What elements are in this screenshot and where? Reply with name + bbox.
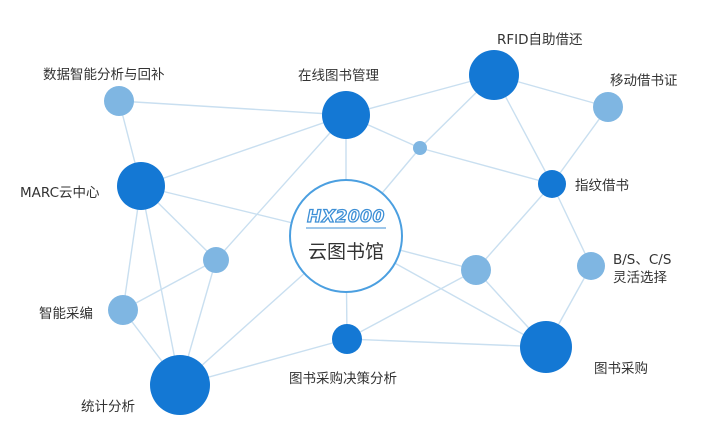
node-marc-cloud	[117, 162, 165, 210]
label-analysis-backfill: 数据智能分析与回补	[43, 67, 165, 83]
edge	[551, 106, 609, 185]
label-book-purchase: 图书采购	[594, 361, 648, 377]
center-hub: HX2000 云图书馆	[289, 179, 403, 293]
labels: 数据智能分析与回补 在线图书管理 RFID自助借还 移动借书证 MARC云中心 …	[20, 32, 678, 415]
node-fingerprint-borrow	[538, 170, 566, 198]
edge	[346, 269, 477, 340]
label-statistics: 统计分析	[81, 399, 135, 415]
node-junction-left	[203, 247, 229, 273]
label-online-management: 在线图书管理	[298, 68, 379, 84]
edge	[345, 74, 495, 116]
label-bs-cs-line1: B/S、C/S	[613, 252, 671, 268]
node-online-management	[322, 91, 370, 139]
node-junction-right	[461, 255, 491, 285]
edge	[140, 114, 347, 187]
node-bs-cs	[577, 252, 605, 280]
edge	[215, 114, 347, 261]
label-mobile-card: 移动借书证	[610, 73, 678, 89]
node-acquisition-decision	[332, 324, 362, 354]
label-rfid-selfservice: RFID自助借还	[497, 32, 583, 48]
nodes	[104, 50, 623, 415]
node-mobile-card	[593, 92, 623, 122]
edge	[419, 147, 553, 185]
label-acquisition-decision: 图书采购决策分析	[289, 370, 397, 387]
node-smart-cataloging	[108, 295, 138, 325]
node-statistics	[150, 355, 210, 415]
edge	[122, 259, 217, 311]
label-smart-cataloging: 智能采编	[39, 306, 93, 322]
label-fingerprint-borrow: 指纹借书	[575, 178, 629, 194]
node-book-purchase	[520, 321, 572, 373]
node-rfid-selfservice	[469, 50, 519, 100]
edge	[346, 338, 547, 348]
center-title: 云图书馆	[308, 241, 384, 263]
label-marc-cloud: MARC云中心	[20, 185, 100, 201]
edge	[475, 183, 553, 271]
edge	[551, 183, 592, 267]
node-analysis-backfill	[104, 86, 134, 116]
label-bs-cs-line2: 灵活选择	[613, 270, 667, 286]
center-logo: HX2000	[307, 207, 385, 227]
center-ring	[289, 179, 403, 293]
node-small-junction	[413, 141, 427, 155]
edge	[118, 100, 347, 116]
edge	[140, 185, 181, 386]
